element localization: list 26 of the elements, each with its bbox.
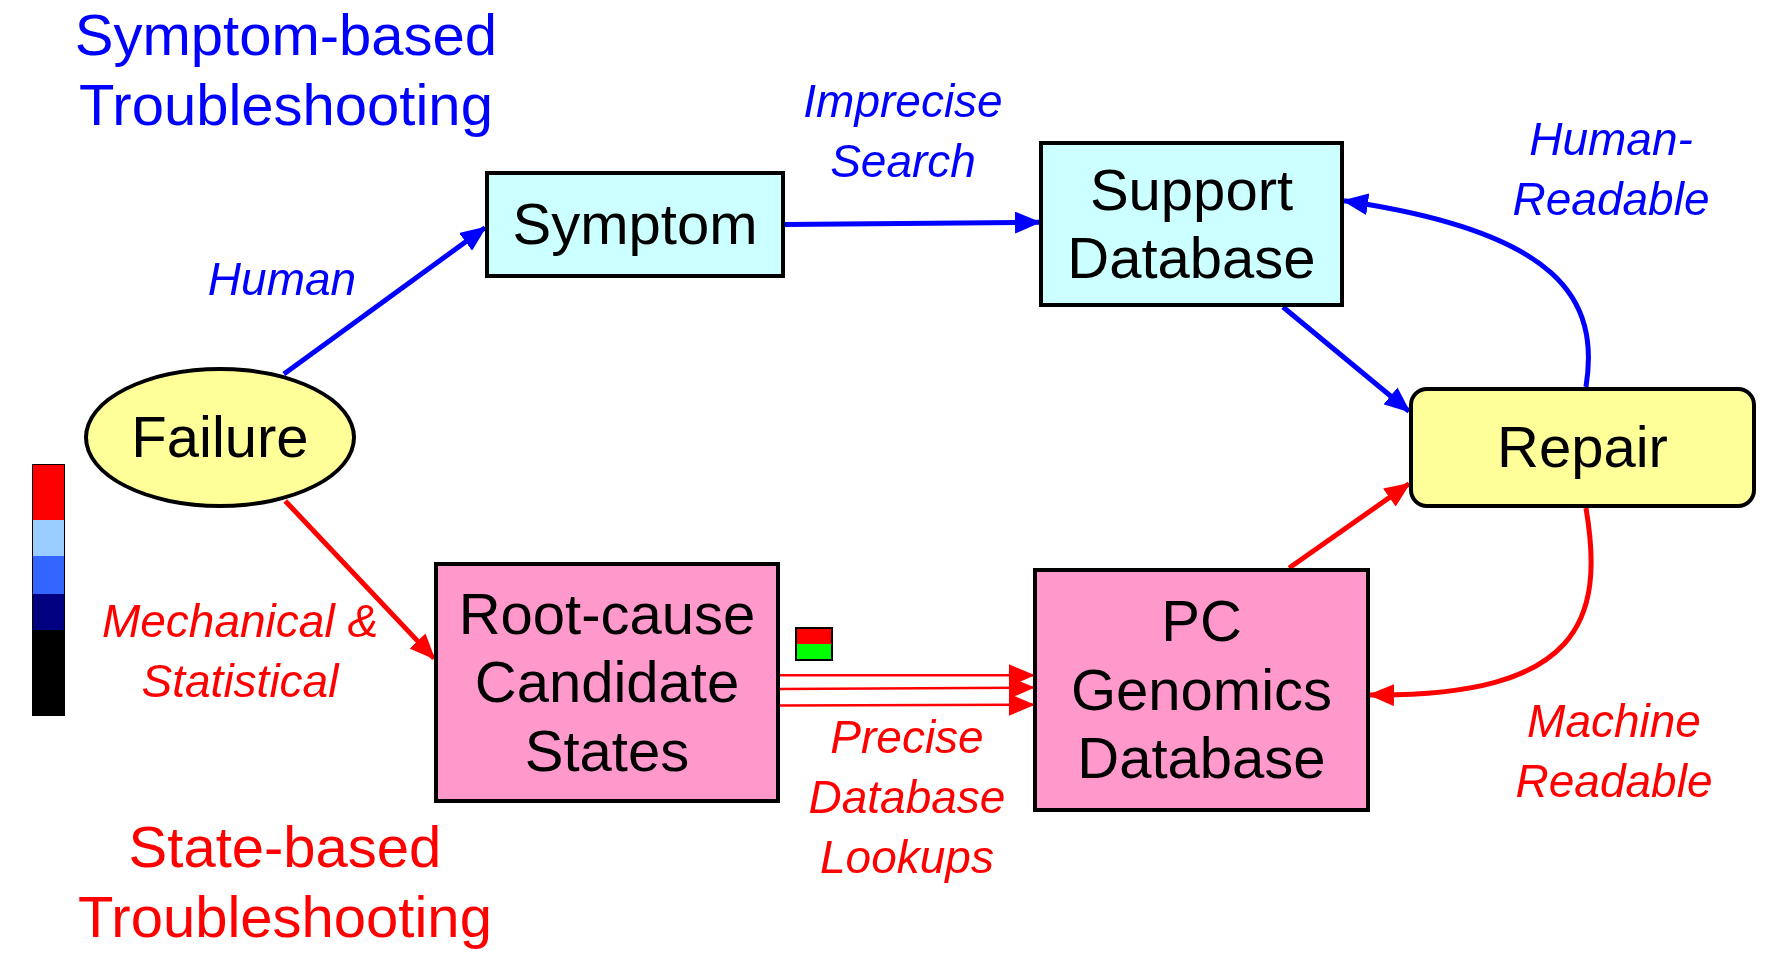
arrow — [1287, 481, 1411, 571]
node-label: Root-cause Candidate States — [457, 579, 757, 785]
edge-label: Imprecise Search — [802, 74, 1004, 189]
process-box — [434, 562, 780, 803]
heading: State-based Troubleshooting — [77, 813, 493, 951]
edge-label: Human — [206, 252, 358, 307]
arrow — [784, 211, 1041, 234]
database-box — [1033, 568, 1370, 812]
edge-label: Mechanical & Statistical — [100, 594, 380, 709]
node-label: Repair — [1497, 413, 1668, 482]
node-label: PC Genomics Database — [1069, 587, 1334, 793]
node-label: Failure — [131, 403, 309, 472]
edge-label: Machine Readable — [1514, 694, 1714, 809]
arrow — [1281, 305, 1411, 414]
arrow — [780, 693, 1035, 716]
edge-label: Precise Database Lookups — [807, 710, 1007, 885]
node-label: Symptom — [512, 190, 758, 259]
end-box — [1409, 387, 1756, 508]
database-box — [1039, 141, 1344, 307]
node-label: Support Database — [1066, 155, 1317, 292]
arrow — [283, 499, 436, 661]
edge-label: Human-Readable — [1511, 112, 1711, 227]
color-scale-bar — [32, 464, 65, 716]
process-box — [485, 171, 785, 278]
heading: Symptom-based Troubleshooting — [73, 1, 499, 139]
arrow — [282, 225, 487, 377]
